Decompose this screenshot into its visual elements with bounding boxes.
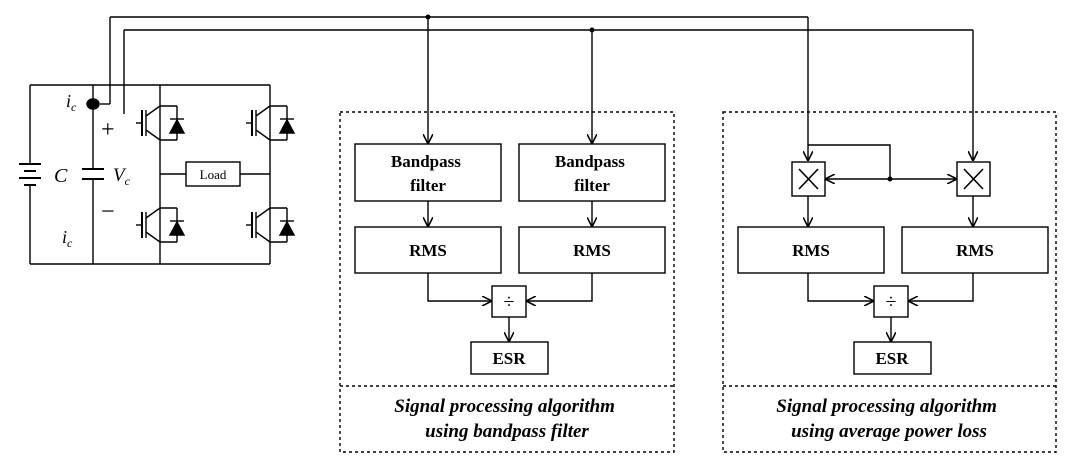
multiplier-cross-1 — [798, 168, 819, 190]
rms-label-2: RMS — [573, 241, 611, 260]
panel-power-caption: Signal processing algorithm using averag… — [776, 396, 1001, 442]
panel-bandpass-frame — [339, 111, 675, 453]
esr-block — [470, 341, 549, 375]
capacitor-symbol — [82, 85, 104, 264]
current-sense-wire — [100, 14, 808, 161]
esr-label-1: ESR — [492, 349, 526, 368]
divider-symbol-1: ÷ — [504, 291, 515, 313]
igbt-top-left — [136, 105, 186, 141]
rms-block-3 — [737, 226, 885, 274]
bandpass-filter-label-2: Bandpass filter — [555, 152, 629, 195]
current-label-top: ic — [66, 91, 77, 114]
igbt-bottom-left — [136, 207, 186, 243]
igbt-bottom-right — [246, 207, 296, 243]
power-circuit — [19, 84, 296, 265]
minus-sign: − — [101, 199, 115, 225]
bandpass-filter-label-1: Bandpass filter — [391, 152, 465, 195]
panel-bandpass — [339, 111, 675, 453]
multiplier-cross-2 — [963, 168, 984, 190]
voltage-label: Vc — [113, 165, 131, 188]
esr-label-2: ESR — [875, 349, 909, 368]
panel-bandpass-caption: Signal processing algorithm using bandpa… — [394, 396, 619, 442]
load-label: Load — [200, 167, 227, 182]
load-box — [185, 161, 241, 187]
current-label-bottom: ic — [62, 227, 73, 250]
panel-power — [722, 111, 1057, 453]
esr-block-2 — [853, 341, 932, 375]
voltage-sense-wire — [123, 27, 973, 161]
panel-power-frame — [722, 111, 1057, 453]
rms-label-3: RMS — [792, 241, 830, 260]
divider-symbol-2: ÷ — [886, 291, 897, 313]
dc-source-symbol — [19, 85, 41, 264]
rms-block-4 — [901, 226, 1049, 274]
rms-label-4: RMS — [956, 241, 994, 260]
igbt-top-right — [246, 105, 296, 141]
plus-sign: + — [101, 117, 115, 143]
capacitor-label: C — [54, 165, 68, 187]
rms-label-1: RMS — [409, 241, 447, 260]
current-sensor-dot — [86, 98, 100, 110]
